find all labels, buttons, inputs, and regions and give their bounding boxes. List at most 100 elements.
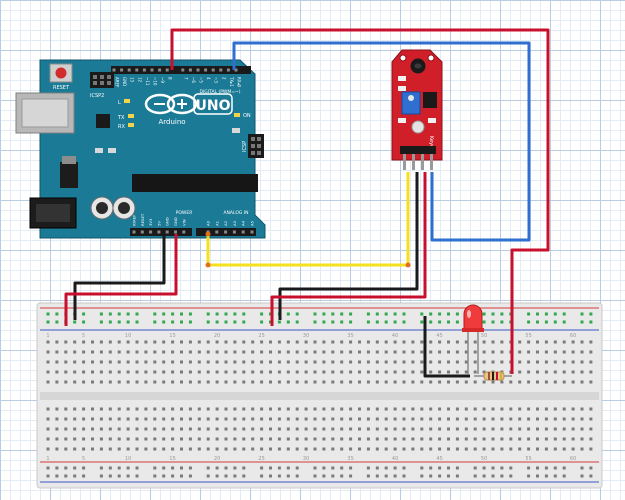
terminal-hole bbox=[260, 360, 264, 364]
terminal-hole bbox=[473, 437, 477, 441]
terminal-hole bbox=[99, 447, 103, 451]
terminal-hole bbox=[527, 350, 531, 354]
black-wire-gnd-to-rail bbox=[73, 234, 166, 320]
terminal-hole bbox=[482, 370, 486, 374]
resistor-band bbox=[492, 372, 494, 380]
terminal-hole bbox=[224, 427, 228, 431]
terminal-hole bbox=[117, 427, 121, 431]
terminal-hole bbox=[295, 437, 299, 441]
rail-hole bbox=[473, 474, 477, 478]
tx-led-label: TX bbox=[117, 115, 125, 121]
terminal-hole bbox=[518, 417, 522, 421]
rail-hole bbox=[340, 466, 344, 470]
terminal-hole bbox=[64, 360, 68, 364]
terminal-hole bbox=[482, 380, 486, 384]
terminal-hole bbox=[188, 380, 192, 384]
terminal-hole bbox=[562, 417, 566, 421]
terminal-hole bbox=[393, 380, 397, 384]
rail-hole bbox=[455, 312, 459, 316]
terminal-hole bbox=[126, 407, 130, 411]
terminal-hole bbox=[171, 437, 175, 441]
terminal-hole bbox=[46, 407, 50, 411]
terminal-hole bbox=[580, 340, 584, 344]
terminal-hole bbox=[82, 380, 86, 384]
terminal-hole bbox=[73, 407, 77, 411]
terminal-hole bbox=[144, 427, 148, 431]
terminal-hole bbox=[420, 447, 424, 451]
rail-hole bbox=[64, 474, 68, 478]
terminal-hole bbox=[375, 407, 379, 411]
rail-hole bbox=[402, 312, 406, 316]
terminal-hole bbox=[171, 380, 175, 384]
power-pin-hole bbox=[140, 230, 144, 234]
rail-hole bbox=[277, 320, 281, 324]
terminal-hole bbox=[536, 370, 539, 374]
terminal-hole bbox=[393, 447, 397, 451]
terminal-hole bbox=[509, 437, 513, 441]
terminal-hole bbox=[313, 360, 317, 364]
rail-hole bbox=[438, 474, 442, 478]
rail-hole bbox=[286, 320, 290, 324]
terminal-hole bbox=[260, 427, 264, 431]
rail-hole bbox=[544, 312, 548, 316]
terminal-hole bbox=[536, 340, 539, 344]
rail-hole bbox=[180, 312, 183, 316]
terminal-hole bbox=[215, 447, 219, 451]
rail-hole bbox=[375, 466, 379, 470]
terminal-hole bbox=[233, 407, 237, 411]
terminal-hole bbox=[126, 360, 130, 364]
terminal-hole bbox=[180, 427, 183, 431]
digital-pin-label: ~10 bbox=[153, 77, 158, 86]
column-number-label: 35 bbox=[347, 333, 353, 339]
column-number-labels: 1155101015152020252530303535404045455050… bbox=[46, 333, 576, 462]
terminal-hole bbox=[206, 360, 210, 364]
digital-pin-holes bbox=[112, 68, 238, 72]
terminal-hole bbox=[447, 380, 450, 384]
column-number-label: 15 bbox=[169, 333, 175, 339]
terminal-hole bbox=[180, 380, 183, 384]
terminal-hole bbox=[340, 360, 344, 364]
terminal-hole bbox=[411, 370, 415, 374]
terminal-hole bbox=[188, 417, 192, 421]
terminal-hole bbox=[269, 407, 272, 411]
terminal-hole bbox=[366, 447, 370, 451]
terminal-hole bbox=[162, 370, 166, 374]
rail-hole bbox=[206, 312, 210, 316]
rail-hole bbox=[73, 466, 77, 470]
red-wire-power-to-rail bbox=[64, 234, 178, 326]
terminal-hole bbox=[313, 407, 317, 411]
terminal-hole bbox=[358, 447, 361, 451]
terminal-hole bbox=[144, 350, 148, 354]
terminal-hole bbox=[153, 380, 157, 384]
rail-hole bbox=[438, 312, 442, 316]
terminal-hole bbox=[384, 417, 388, 421]
terminal-hole bbox=[99, 417, 103, 421]
rail-hole bbox=[295, 466, 299, 470]
rail-hole bbox=[536, 474, 539, 478]
terminal-hole bbox=[215, 370, 219, 374]
terminal-hole bbox=[429, 417, 433, 421]
rail-hole bbox=[331, 474, 335, 478]
rail-hole bbox=[420, 466, 424, 470]
terminal-hole bbox=[544, 340, 548, 344]
terminal-hole bbox=[277, 427, 281, 431]
terminal-hole bbox=[375, 360, 379, 364]
rail-hole bbox=[438, 320, 442, 324]
terminal-hole bbox=[331, 370, 335, 374]
terminal-hole bbox=[313, 340, 317, 344]
terminal-hole bbox=[162, 437, 166, 441]
terminal-hole bbox=[482, 447, 486, 451]
analog-pin-hole bbox=[224, 230, 228, 234]
power-pin-hole bbox=[132, 230, 136, 234]
terminal-hole bbox=[73, 380, 77, 384]
terminal-hole bbox=[215, 437, 219, 441]
led-rim bbox=[462, 328, 484, 332]
terminal-hole bbox=[455, 360, 459, 364]
terminal-hole bbox=[295, 447, 299, 451]
terminal-hole bbox=[518, 380, 522, 384]
terminal-hole bbox=[126, 447, 130, 451]
terminal-hole bbox=[455, 370, 459, 374]
rail-hole bbox=[224, 466, 228, 470]
terminal-hole bbox=[144, 407, 148, 411]
column-number-label: 55 bbox=[525, 333, 531, 339]
